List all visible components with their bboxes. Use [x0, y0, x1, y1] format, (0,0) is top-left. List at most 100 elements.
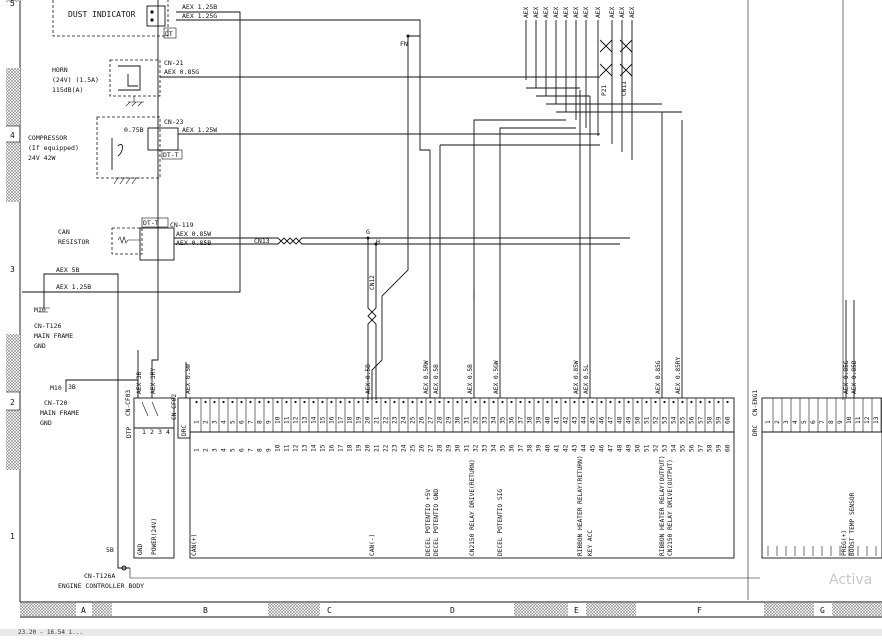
horn-wire: AEX 0.85G	[164, 68, 199, 76]
main-connector-function: DECEL POTENTIO GND	[433, 489, 440, 556]
pin-number: 39	[536, 444, 543, 452]
pin-number: 36	[509, 444, 516, 452]
eng1-func-2: BOOST TEMP SENSOR	[849, 492, 856, 556]
zone-row-5: 5	[10, 0, 15, 8]
eng1-pin-number: 6	[810, 420, 817, 424]
pin-number: 50	[635, 444, 642, 452]
pin-number: 5	[230, 420, 237, 424]
eng1-pin-number: 4	[792, 420, 799, 424]
bus-wire-label: AEX	[573, 7, 580, 18]
pin-number: 41	[554, 416, 561, 424]
pin-number: 31	[464, 416, 471, 424]
pin-number: 10	[275, 444, 282, 452]
pin-number: 44	[581, 444, 588, 452]
pin-number: 57	[698, 444, 705, 452]
pin-number: 51	[644, 444, 651, 452]
dust-indicator: DUST INDICATOR DT AEX 1.25B AEX 1.25G FN	[22, 0, 421, 293]
pin-number: 34	[491, 444, 498, 452]
pin-number: 38	[527, 444, 534, 452]
connector-cf03: CN-CF03 DTP AEX 3B AEX 3RY GND POWER(24V…	[125, 0, 175, 559]
pin-number: 41	[554, 444, 561, 452]
compressor-conn: CN-23	[164, 118, 184, 126]
sheet-frame	[6, 0, 882, 618]
pin-number: 33	[482, 444, 489, 452]
eng1-func-1: PREG(+)	[841, 530, 848, 556]
pin-number: 30	[455, 444, 462, 452]
os-activation-watermark: Activa	[829, 572, 873, 588]
fn-node: FN	[400, 40, 408, 48]
pin-number: 38	[527, 416, 534, 424]
pin-number: 36	[509, 416, 516, 424]
zone-col-b: B	[203, 606, 208, 615]
pin-number: 14	[311, 444, 318, 452]
pin-number: 58	[707, 416, 714, 424]
main-wire-label: AEX 0.85RY	[675, 356, 682, 394]
zone-col-d: D	[450, 606, 455, 615]
pin-number: 52	[653, 416, 660, 424]
main-connector-function: RIBBON HEATER RELAY(OUTPUT)	[659, 455, 666, 556]
cf03-wire-1: AEX 3B	[136, 371, 143, 394]
pin-number: 24	[401, 444, 408, 452]
cf02-name: CN-CF02	[171, 394, 178, 420]
pin-number: 17	[338, 444, 345, 452]
zone-col-g: G	[820, 606, 825, 615]
pin-number: 7	[248, 448, 255, 452]
pin-number: 21	[374, 416, 381, 424]
dust-indicator-title: DUST INDICATOR	[68, 10, 136, 19]
pin-number: 19	[356, 416, 363, 424]
bus-wire-label: AEX	[553, 7, 560, 18]
main-connector-function: CN2150 RELAY DRIVE(OUTPUT)	[667, 459, 674, 556]
t20-conn: CN-T20	[44, 399, 68, 407]
pin-number: 8	[257, 448, 264, 452]
pin-number: 27	[428, 444, 435, 452]
pin-number: 2	[203, 420, 210, 424]
pin-number: 1	[194, 420, 201, 424]
pin-number: 35	[500, 416, 507, 424]
engine-ground-label: ENGINE CONTROLLER BODY	[58, 582, 144, 590]
pin-number: 24	[401, 416, 408, 424]
main-wire-label: AEX 0.5RW	[423, 360, 430, 394]
dust-wire-1: AEX 1.25B	[182, 3, 217, 11]
t126-wire-2: AEX 1.25B	[56, 283, 91, 291]
pin-number: 6	[239, 420, 246, 424]
pin-number: 3	[212, 448, 219, 452]
pin-number: 31	[464, 444, 471, 452]
engine-ground-wire: 5B	[106, 546, 114, 554]
can-node-g: G	[366, 228, 370, 236]
horn-conn: CN-21	[164, 59, 184, 67]
pin-number: 22	[383, 416, 390, 424]
compressor-wire-out: AEX 1.25W	[182, 126, 217, 134]
zone-row-1: 1	[10, 532, 15, 541]
cf03-func-1: GND	[137, 544, 144, 555]
pin-number: 50	[635, 416, 642, 424]
zone-row-2: 2	[10, 398, 15, 407]
taskbar-strip: 23.20 - 16.54 i...	[0, 629, 882, 636]
pin-number: 26	[419, 416, 426, 424]
cf03-wire-2: AEX 3RY	[150, 368, 157, 394]
eng1-wire-1: AEX 0.85G	[843, 360, 850, 394]
pin-number: 8	[257, 420, 264, 424]
pin-number: 16	[329, 416, 336, 424]
can-wire-1: AEX 0.85W	[176, 230, 211, 238]
pin-number: 37	[518, 416, 525, 424]
pin-number: 18	[347, 444, 354, 452]
pin-number: 59	[716, 444, 723, 452]
main-connector-function: RIBBON HEATER RELAY(RETURN)	[577, 455, 584, 556]
pin-number: 53	[662, 416, 669, 424]
eng1-wire-2: AEX 0.85B	[851, 360, 858, 394]
eng1-pin-number: 7	[819, 420, 826, 424]
pin-number: 10	[275, 416, 282, 424]
pin-number: 17	[338, 416, 345, 424]
pin-number: 21	[374, 444, 381, 452]
pin-number: 59	[716, 416, 723, 424]
cf03-pin-2: 2	[150, 428, 154, 436]
pin-number: 32	[473, 416, 480, 424]
cf03-pin-4: 4	[166, 428, 170, 436]
pin-number: 1	[194, 448, 201, 452]
main-wire-label: AEX 0.5B	[467, 364, 474, 394]
pin-number: 18	[347, 416, 354, 424]
pin-number: 2	[203, 448, 210, 452]
main-connector-function: CN2150 RELAY DRIVE(RETURN)	[469, 459, 476, 556]
